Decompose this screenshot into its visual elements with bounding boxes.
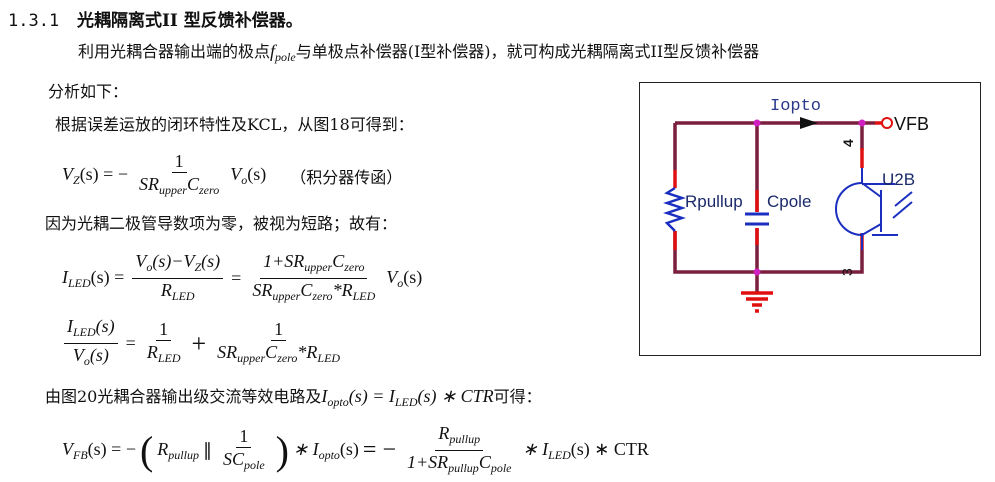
cpole-label: Cpole [767, 192, 811, 211]
paragraph-fig20: 由图20光耦合器输出级交流等效电路及Iopto(s) = ILED(s) ∗ C… [45, 386, 542, 409]
wires [672, 120, 875, 293]
u2b-label: U2B [882, 170, 915, 189]
rpullup-label: Rpullup [685, 192, 743, 211]
vfb-terminal-icon [880, 116, 893, 129]
resistor-icon [662, 186, 686, 232]
circuit-diagram: Iopto VFB Rpullup Cpole U2B 4 3 [639, 82, 981, 356]
paragraph-intro: 利用光耦合器输出端的极点fpole与单极点补偿器(I型补偿器)，就可构成光耦隔离… [78, 41, 760, 64]
pin-segments [672, 120, 882, 313]
junction-nodes [753, 119, 865, 275]
paragraph-short: 因为光耦二极管导数项为零，被视为短路；故有： [45, 214, 398, 233]
iopto-label: Iopto [770, 97, 821, 116]
current-arrow-icon [799, 116, 818, 129]
phototransistor-icon [834, 167, 913, 250]
pin3-label: 3 [839, 268, 855, 276]
section-number: 1.3.1 [8, 11, 60, 31]
paragraph-analysis: 分析如下： [48, 82, 129, 101]
equation-iled: ILED(s) = Vo(s)−VZ(s)RLED = 1+SRupperCze… [62, 251, 423, 303]
paragraph-kcl: 根据误差运放的闭环特性及KCL，从图18可得到： [55, 115, 414, 134]
vfb-label: VFB [894, 114, 929, 134]
section-title: 光耦隔离式II 型反馈补偿器。 [76, 11, 303, 31]
capacitor-icon [744, 212, 769, 225]
pin4-label: 4 [840, 139, 856, 147]
section-heading: 1.3.1 光耦隔离式II 型反馈补偿器。 [8, 6, 303, 31]
